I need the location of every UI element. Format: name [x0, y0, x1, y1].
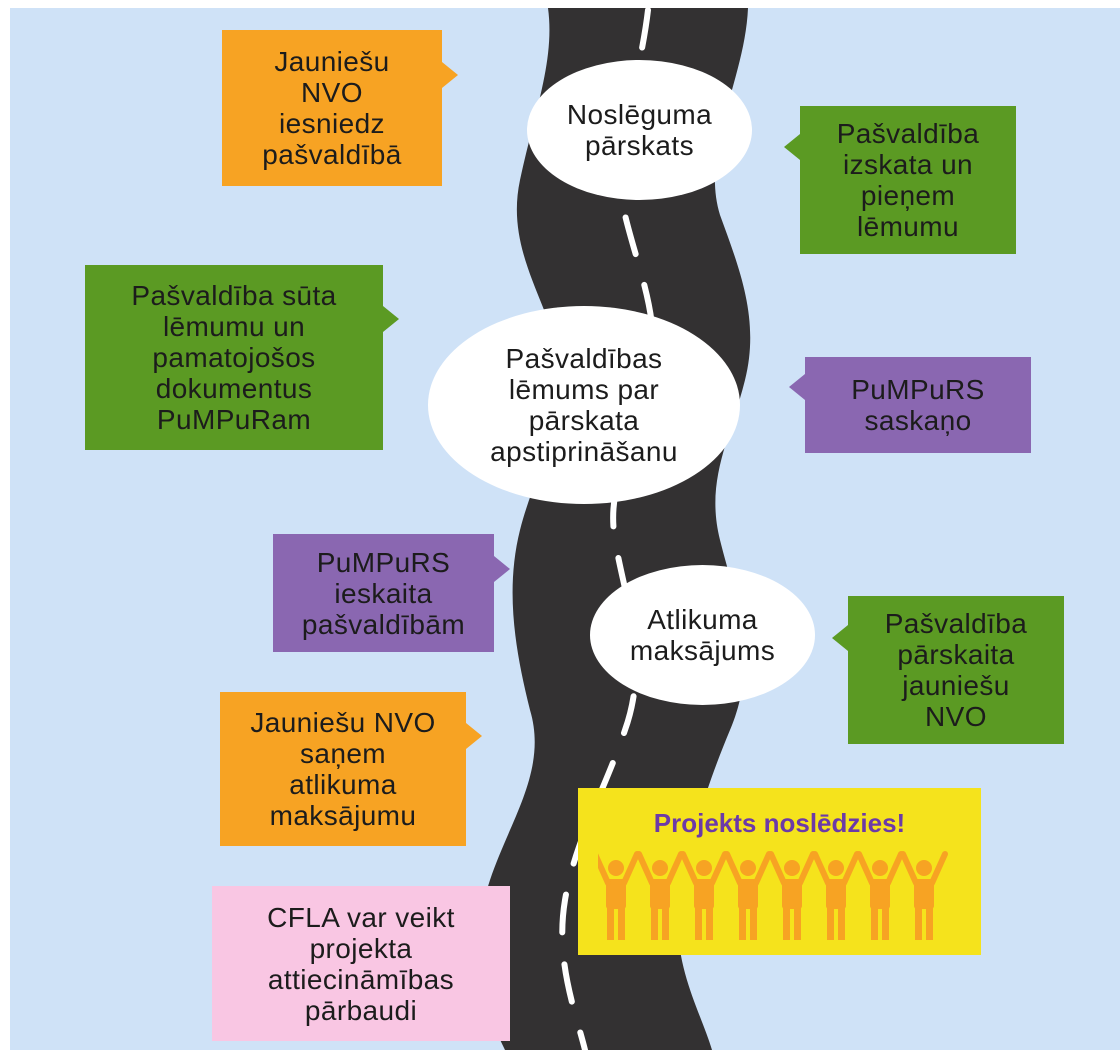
person-figure [636, 851, 684, 940]
step-ngo-submits: Jauniešu NVO iesniedz pašvaldībā [222, 30, 442, 186]
person-figure [724, 851, 772, 940]
step-pumpurs-transfers: PuMPuRS ieskaita pašvaldībām [273, 534, 494, 652]
finish-panel: Projekts noslēdzies! [578, 788, 981, 955]
step-ngo-receives-label: Jauniešu NVO saņem atlikuma maksājumu [250, 707, 436, 831]
arrow-pointer [466, 723, 482, 749]
arrow-pointer [784, 134, 800, 160]
arrow-pointer [494, 556, 510, 582]
people-cheering-icon [598, 851, 948, 940]
person-figure [856, 851, 904, 940]
milestone-municipal-decision-label: Pašvaldības lēmums par pārskata apstipri… [490, 343, 678, 467]
step-cfla-check: CFLA var veikt projekta attiecināmības p… [212, 886, 510, 1041]
milestone-balance-payment-label: Atlikuma maksājums [629, 604, 776, 666]
step-pumpurs-approves-label: PuMPuRS saskaņo [851, 374, 985, 436]
arrow-pointer [789, 374, 805, 400]
milestone-balance-payment: Atlikuma maksājums [590, 565, 815, 705]
step-municipality-reviews-label: Pašvaldība izskata un pieņem lēmumu [836, 118, 980, 242]
step-municipality-sends-label: Pašvaldība sūta lēmumu un pamatojošos do… [131, 280, 337, 435]
person-figure [900, 851, 948, 940]
person-figure [598, 851, 640, 940]
step-municipality-sends: Pašvaldība sūta lēmumu un pamatojošos do… [85, 265, 383, 450]
arrow-pointer [832, 625, 848, 651]
step-municipality-transfers-label: Pašvaldība pārskaita jauniešu NVO [884, 608, 1028, 732]
step-municipality-transfers: Pašvaldība pārskaita jauniešu NVO [848, 596, 1064, 744]
person-figure [680, 851, 728, 940]
person-figure [768, 851, 816, 940]
step-cfla-check-label: CFLA var veikt projekta attiecināmības p… [267, 901, 455, 1026]
step-ngo-submits-label: Jauniešu NVO iesniedz pašvaldībā [262, 46, 402, 170]
finish-title: Projekts noslēdzies! [653, 808, 906, 838]
road-centerline [559, 7, 657, 1050]
arrow-pointer [383, 306, 399, 332]
milestone-municipal-decision: Pašvaldības lēmums par pārskata apstipri… [428, 306, 740, 504]
arrow-pointer [442, 62, 458, 88]
step-municipality-reviews: Pašvaldība izskata un pieņem lēmumu [800, 106, 1016, 254]
milestone-final-report: Noslēguma pārskats [527, 60, 752, 200]
step-pumpurs-transfers-label: PuMPuRS ieskaita pašvaldībām [301, 546, 466, 640]
step-ngo-receives: Jauniešu NVO saņem atlikuma maksājumu [220, 692, 466, 846]
milestone-final-report-label: Noslēguma pārskats [566, 99, 713, 161]
person-figure [812, 851, 860, 940]
step-pumpurs-approves: PuMPuRS saskaņo [805, 357, 1031, 453]
